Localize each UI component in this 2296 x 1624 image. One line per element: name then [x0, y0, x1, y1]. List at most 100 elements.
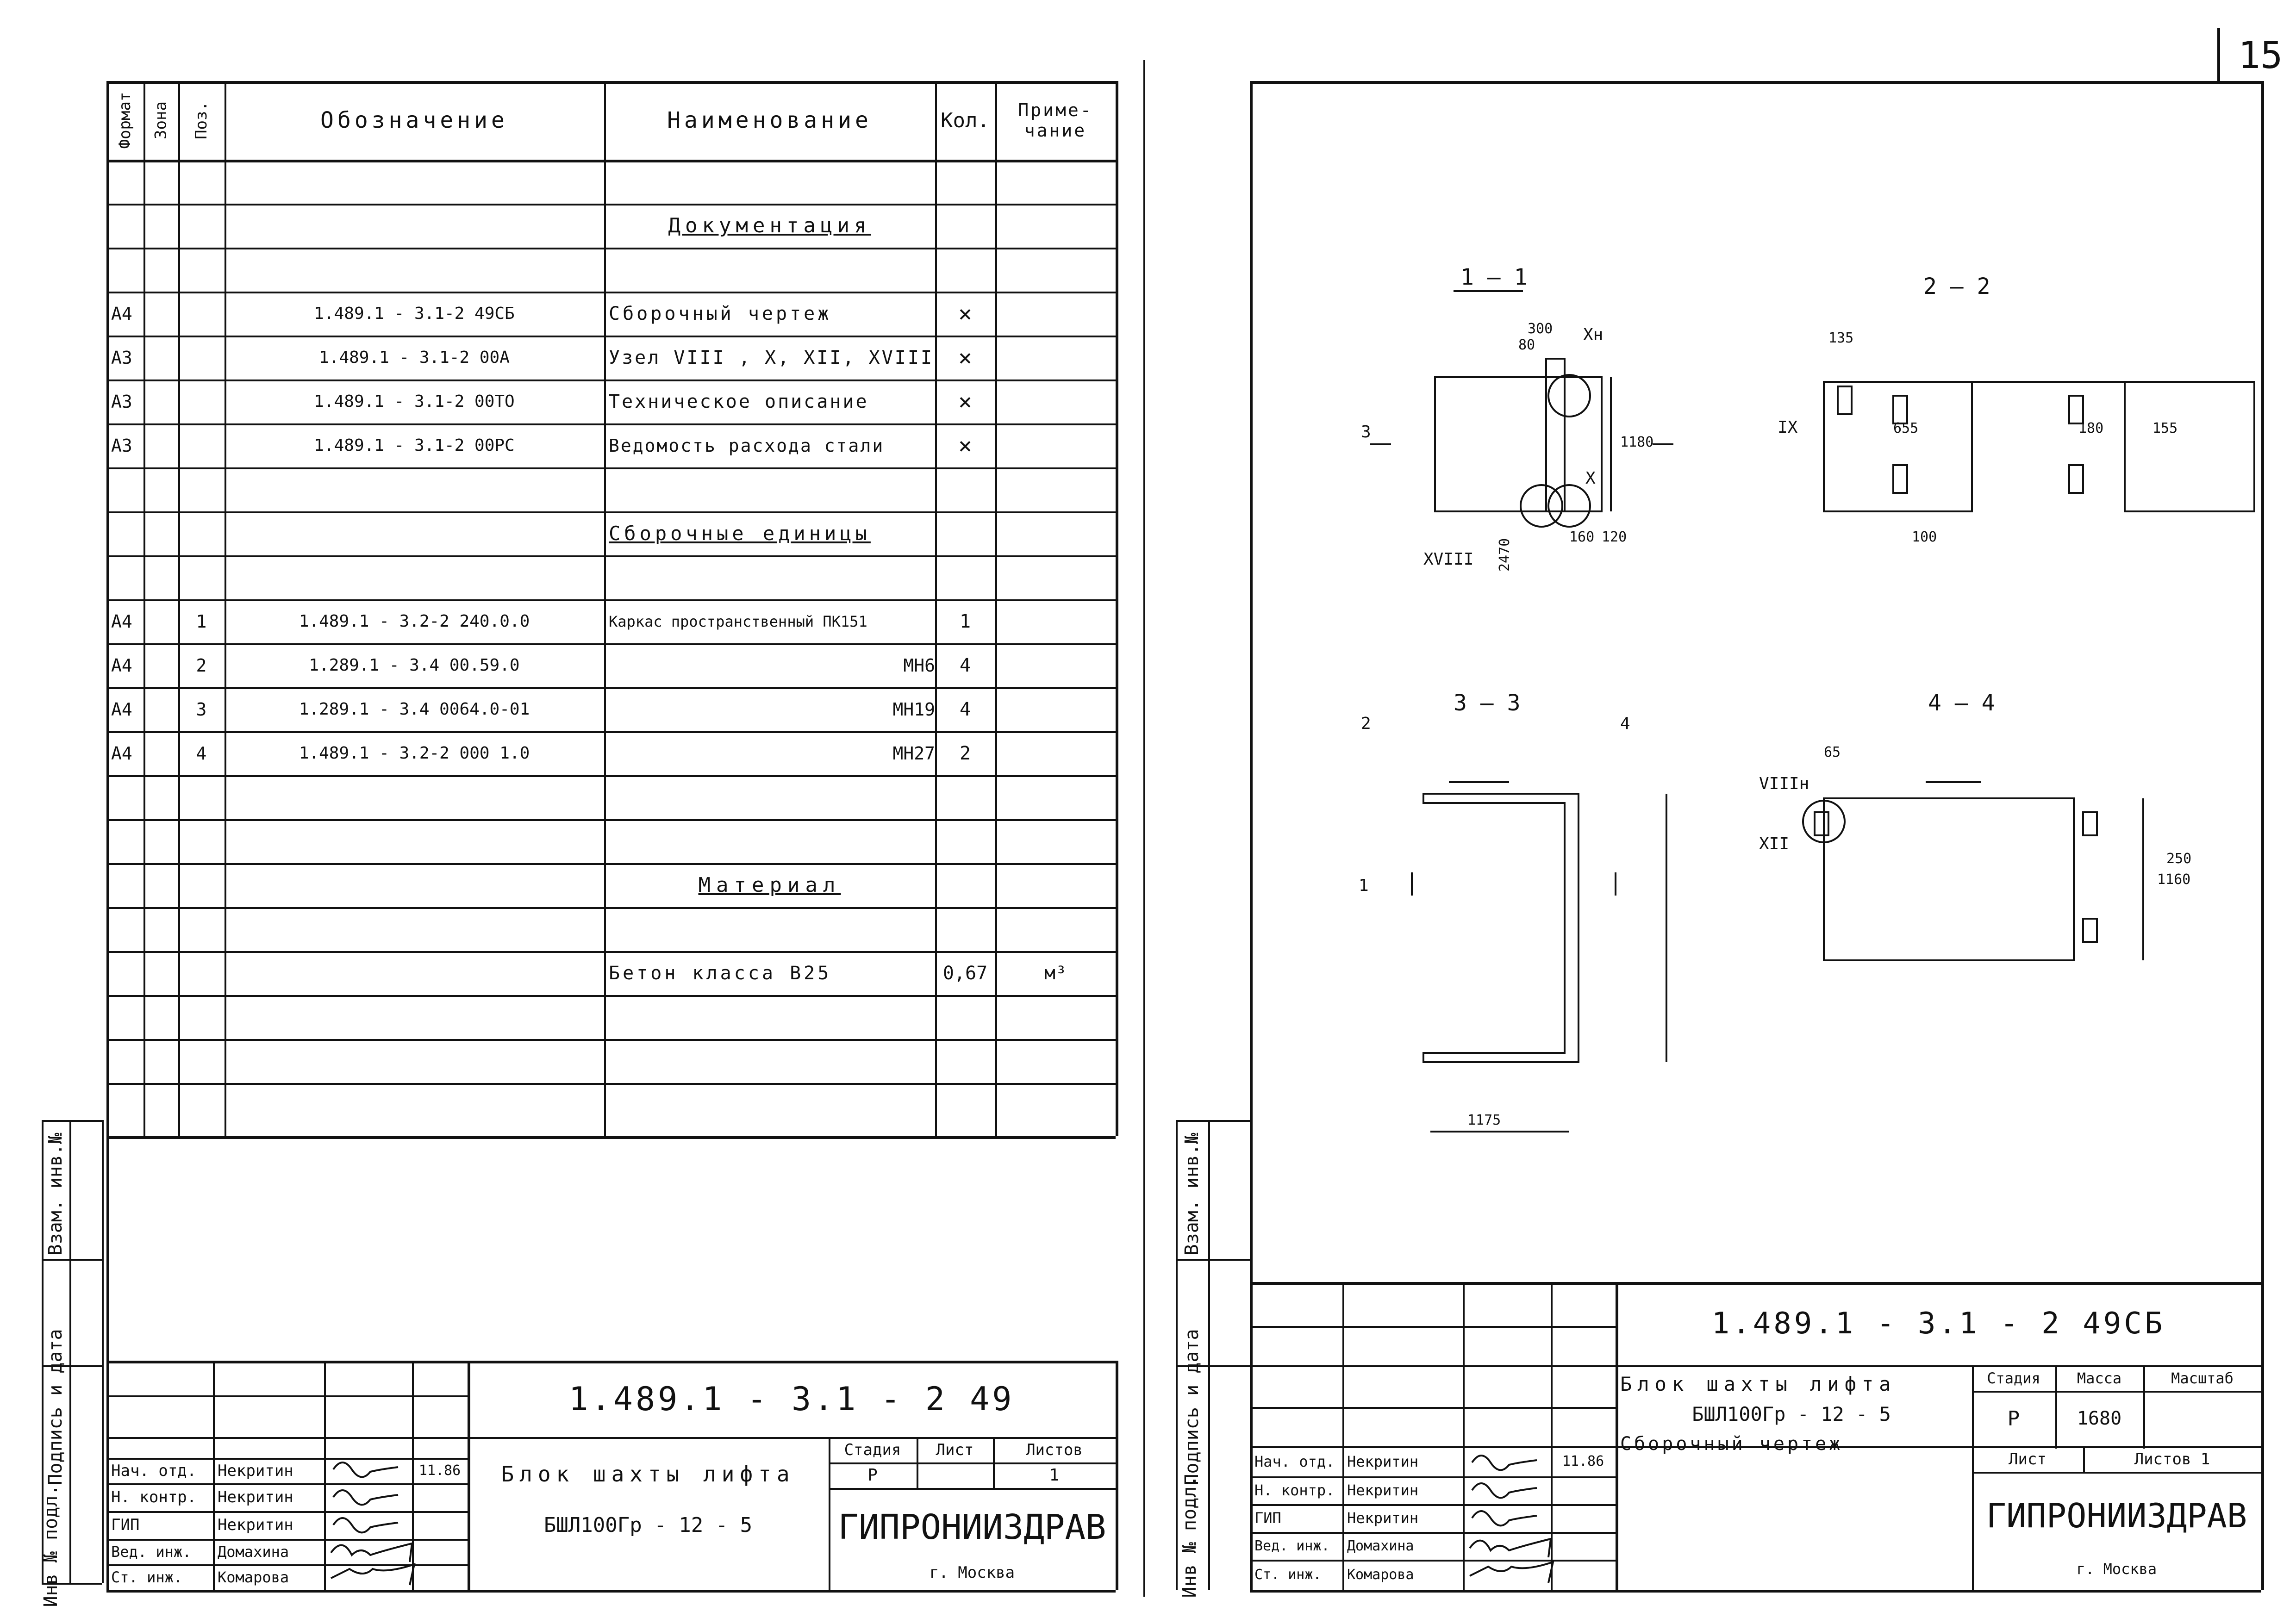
dim-1180: 1180: [1620, 434, 1653, 450]
left-person-2-role: Н. контр.: [111, 1488, 197, 1506]
right-stamp-title: Блок шахты лифта: [1620, 1372, 1897, 1395]
right-stamp-sheet-label: Лист: [2009, 1450, 2046, 1468]
right-stamp-mass-label: Масса: [2077, 1369, 2122, 1387]
asm-row-4-qty: 2: [959, 742, 971, 764]
page-number: 15: [2238, 34, 2283, 77]
asm-row-4-format: А4: [111, 743, 132, 764]
asm-row-2-qty: 4: [959, 654, 971, 676]
asm-row-2-name: МН6: [903, 655, 935, 676]
doc-row-1-name: Сборочный чертеж: [609, 303, 832, 324]
asm-row-1-designation: 1.489.1 - 3.2-2 240.0.0: [299, 612, 530, 631]
asm-row-4-name: МН27: [892, 743, 935, 764]
asm-row-3-pos: 3: [196, 699, 207, 720]
right-stamp-doc-type: Сборочный чертеж: [1620, 1433, 1843, 1455]
marker-4: 4: [1620, 714, 1630, 733]
right-stamp-subtitle: БШЛ100Гр - 12 - 5: [1692, 1402, 1891, 1425]
doc-row-2-format: А3: [111, 347, 132, 368]
doc-row-2-qty: ×: [958, 344, 973, 371]
asm-row-3-name: МН19: [892, 699, 935, 720]
right-stamp-code: 1.489.1 - 3.1 - 2 49СБ: [1711, 1307, 2165, 1341]
left-stamp-subtitle: БШЛ100Гр - 12 - 5: [543, 1513, 753, 1537]
asm-row-2-pos: 2: [196, 655, 207, 676]
section-2-2-label: 2 — 2: [1923, 274, 1990, 299]
asm-row-1-pos: 1: [196, 611, 207, 632]
section-4-4-label: 4 — 4: [1928, 690, 1995, 716]
asm-row-2-format: А4: [111, 655, 132, 676]
left-stamp-title: Блок шахты лифта: [501, 1462, 795, 1487]
dim-65: 65: [1824, 744, 1841, 760]
left-stamp-sheet-label: Лист: [936, 1440, 974, 1459]
dim-180: 180: [2078, 420, 2103, 436]
dim-300: 300: [1528, 321, 1553, 337]
left-person-2-name: Некритин: [218, 1488, 293, 1506]
right-person-2-role: Н. контр.: [1254, 1481, 1335, 1499]
marker-xviii: XVIII: [1423, 550, 1473, 569]
left-person-1-name: Некритин: [218, 1461, 293, 1480]
section-3-3-label: 3 — 3: [1454, 690, 1521, 716]
doc-row-1-designation: 1.489.1 - 3.1-2 49СБ: [314, 304, 515, 323]
section-documentation: Документация: [668, 214, 871, 237]
right-stamp-stage: Р: [2007, 1406, 2020, 1431]
marker-viiih: VIIIн: [1759, 774, 1809, 793]
doc-row-3-name: Техническое описание: [609, 391, 869, 412]
doc-row-3-designation: 1.489.1 - 3.1-2 00ТО: [314, 392, 515, 411]
right-person-5-role: Ст. инж.: [1254, 1567, 1322, 1583]
doc-row-3-qty: ×: [958, 388, 973, 415]
page-corner-line: [2217, 28, 2220, 83]
dim-655: 655: [1893, 420, 1918, 436]
right-person-2-name: Некритин: [1347, 1481, 1419, 1499]
dim-155: 155: [2152, 420, 2177, 436]
right-person-4-name: Домахина: [1347, 1537, 1414, 1554]
left-person-4-name: Домахина: [218, 1543, 289, 1561]
dim-250: 250: [2166, 851, 2191, 867]
dim-1160: 1160: [2157, 871, 2190, 888]
asm-row-1-name: Каркас пространственный ПК151: [609, 612, 867, 630]
fold-line: [1143, 60, 1145, 1597]
side-label-inv-podl: Инв № подл.: [40, 1484, 62, 1607]
right-stamp-stage-label: Стадия: [1987, 1369, 2040, 1387]
marker-3: 3: [1361, 423, 1371, 442]
dim-120: 120: [1602, 529, 1627, 545]
left-person-5-name: Комарова: [218, 1568, 289, 1586]
right-person-5-name: Комарова: [1347, 1567, 1414, 1583]
right-stamp-city: г. Москва: [2076, 1560, 2157, 1578]
material-qty: 0,67: [942, 962, 988, 984]
left-stamp-stage: Р: [867, 1466, 878, 1485]
header-designation: Обозначение: [320, 107, 508, 133]
right-side-label-signature-date: Подпись и дата: [1181, 1329, 1203, 1485]
left-stamp-stage-label: Стадия: [844, 1440, 901, 1459]
marker-xii: XII: [1759, 834, 1789, 853]
left-stamp: 1.489.1 - 3.1 - 2 49 Блок шахты лифта БШ…: [106, 1361, 1118, 1593]
asm-row-3-designation: 1.289.1 - 3.4 0064.0-01: [299, 700, 530, 719]
marker-x: X: [1585, 469, 1596, 488]
right-person-4-role: Вед. инж.: [1254, 1537, 1330, 1554]
right-person-3-name: Некритин: [1347, 1509, 1419, 1527]
right-stamp: 1.489.1 - 3.1 - 2 49СБ Блок шахты лифта …: [1250, 1282, 2261, 1590]
asm-row-4-pos: 4: [196, 743, 207, 764]
doc-row-4-designation: 1.489.1 - 3.1-2 00РС: [314, 436, 515, 455]
left-stamp-company: ГИПРОНИИЗДРАВ: [838, 1507, 1106, 1547]
marker-xh: Xн: [1583, 325, 1603, 344]
header-name: Наименование: [667, 107, 872, 133]
dim-100: 100: [1912, 529, 1937, 545]
header-zone: Зона: [151, 101, 170, 139]
left-side-strip: Инв № подл. Подпись и дата Взам. инв.№: [40, 1120, 104, 1607]
right-person-1-date: 11.86: [1562, 1453, 1604, 1469]
section-1-1-label: 1 — 1: [1460, 264, 1528, 290]
side-label-signature-date: Подпись и дата: [45, 1329, 66, 1485]
dim-2470: 2470: [1497, 538, 1513, 572]
asm-row-1-qty: 1: [959, 610, 971, 632]
asm-row-3-format: А4: [111, 699, 132, 720]
header-qty: Кол.: [941, 108, 990, 132]
marker-2: 2: [1361, 714, 1371, 733]
right-stamp-sheets-label: Листов 1: [2134, 1450, 2210, 1468]
asm-row-2-designation: 1.289.1 - 3.4 00.59.0: [309, 656, 520, 675]
material-name: Бетон класса В25: [609, 962, 832, 984]
doc-row-2-designation: 1.489.1 - 3.1-2 00А: [319, 348, 510, 367]
asm-row-3-qty: 4: [959, 698, 971, 720]
marker-1: 1: [1359, 876, 1369, 895]
assembly-drawing: 1 — 1 2 — 2 3 — 3 4 — 4 80 300 1180 160 …: [1359, 264, 2255, 1132]
doc-row-1-qty: ×: [958, 300, 973, 327]
right-person-1-name: Некритин: [1347, 1452, 1419, 1470]
dim-1175: 1175: [1467, 1112, 1501, 1128]
